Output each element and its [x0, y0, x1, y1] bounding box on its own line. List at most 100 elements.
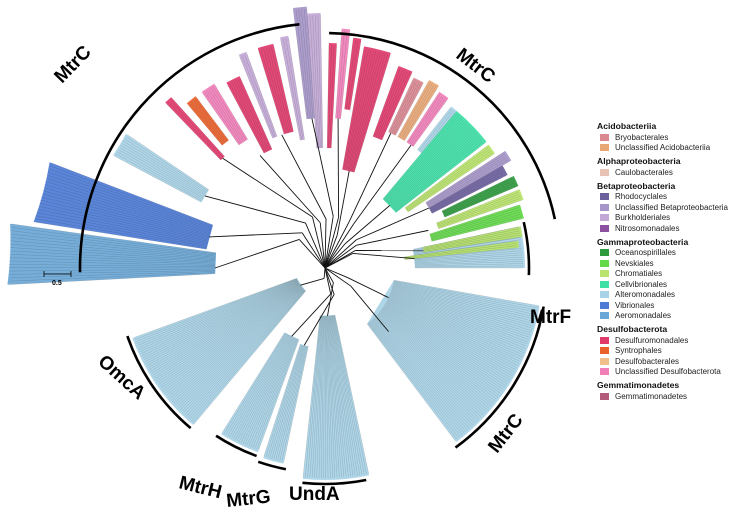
leaf-branch [163, 286, 302, 392]
tree-branch [324, 267, 335, 295]
wedge-clade [397, 79, 439, 141]
leaf-branch [393, 282, 537, 313]
scale-bar-label: 0.5 [52, 280, 62, 287]
wedge-clade [388, 77, 424, 136]
leaf-branch [406, 93, 439, 143]
leaf-branch [333, 315, 363, 475]
leaf-branch [122, 143, 206, 195]
leaf-branch [166, 103, 221, 161]
leaf-branch [375, 316, 480, 419]
leaf-branch [248, 337, 296, 447]
leaf-branch [409, 95, 443, 145]
leaf-branch [10, 233, 216, 257]
legend-swatch [600, 259, 609, 267]
leaf-branch [337, 30, 345, 119]
leaf-branch [244, 337, 294, 445]
leaf-branch [145, 282, 299, 364]
leaf-branch [407, 154, 494, 213]
tree-branch [337, 118, 340, 218]
leaf-branch [244, 54, 276, 138]
leaf-branch [9, 243, 216, 260]
leaf-branch [429, 205, 519, 235]
tree-branch [324, 245, 357, 269]
legend-swatch [600, 133, 609, 141]
leaf-branch [45, 181, 211, 233]
leaf-branch [293, 9, 307, 120]
leaf-branch [39, 203, 209, 242]
leaf-branch [423, 228, 520, 249]
tree-branch [324, 253, 354, 269]
leaf-branch [194, 99, 228, 142]
legend-swatch [600, 280, 609, 288]
leaf-branch [301, 9, 312, 119]
leaf-branch [143, 281, 299, 360]
leaf-branch [404, 145, 488, 208]
wedge-mtrg [263, 344, 309, 464]
leaf-branch [318, 315, 324, 478]
leaf-branch [419, 110, 454, 153]
leaf-branch [429, 207, 519, 236]
leaf-branch [295, 9, 309, 119]
leaf-branch [246, 53, 278, 137]
leaf-branch [231, 334, 289, 438]
tree-branch [324, 217, 340, 269]
leaf-branch [392, 284, 535, 320]
leaf-branch [210, 87, 245, 142]
legend-item: Syntrophales [597, 346, 729, 357]
legend-swatch [600, 193, 609, 201]
leaf-branch [395, 141, 484, 212]
leaf-branch [379, 312, 493, 405]
leaf-branch [154, 284, 300, 380]
leaf-branch [386, 300, 516, 370]
leaf-branch [186, 289, 305, 417]
leaf-branch [431, 175, 506, 214]
arc-mtrc-top-right [329, 31, 557, 220]
wedge-clade [226, 76, 273, 154]
leaf-branch [10, 237, 216, 258]
legend-item: Cellvibrionales [597, 279, 729, 290]
leaf-branch [406, 149, 490, 210]
leaf-branch [169, 287, 303, 399]
tree-branch [348, 132, 392, 222]
leaf-branch [137, 279, 298, 346]
legend-label: Unclassified Desulfobacterota [615, 367, 721, 377]
legend-group-title: Acidobacteriia [597, 121, 657, 131]
arc-omca [126, 335, 192, 430]
legend-swatch [600, 168, 609, 176]
arc-mtrf [522, 221, 531, 276]
leaf-branch [371, 319, 470, 429]
legend-label: Desulfobacterales [615, 356, 680, 366]
leaf-branch [9, 250, 216, 263]
leaf-branch [391, 130, 475, 208]
leaf-branch [233, 334, 290, 440]
legend-item: Rhodocyclales [597, 192, 729, 203]
leaf-branch [269, 344, 303, 459]
scale-bar: 0.5 [43, 271, 72, 287]
leaf-branch [374, 68, 401, 138]
leaf-branch [430, 171, 504, 212]
leaf-branch [431, 216, 522, 241]
leaf-branch [404, 87, 438, 141]
leaf-branch [389, 296, 523, 355]
leaf-branch [42, 190, 210, 237]
leaf-branch [260, 49, 286, 134]
legend-swatch [600, 392, 609, 400]
leaf-branch [430, 170, 503, 211]
leaf-branch [388, 124, 469, 205]
leaf-branch [136, 279, 298, 344]
leaf-branch [11, 230, 216, 256]
leaf-branch [381, 73, 412, 141]
leaf-branch [240, 77, 273, 150]
wedge-clade [335, 28, 351, 119]
arc-mtrc-top-left [78, 23, 300, 273]
leaf-branch [382, 307, 504, 390]
leaf-branch [427, 157, 508, 206]
leaf-branch [426, 155, 507, 205]
leaf-branch [36, 215, 207, 247]
leaf-branch [384, 305, 508, 384]
leaf-branch [404, 243, 517, 258]
leaf-branch [385, 302, 514, 374]
leaf-branch [172, 98, 225, 157]
leaf-branch [309, 15, 319, 149]
